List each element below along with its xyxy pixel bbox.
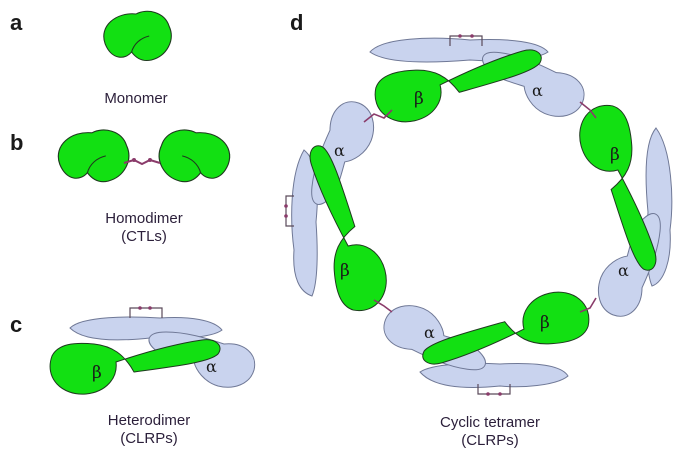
- caption-homodimer-line1: Homodimer: [84, 210, 204, 228]
- panel-letter-c: c: [10, 312, 22, 338]
- tetramer-beta-label: β: [540, 313, 550, 333]
- tetramer-unit-left: β α: [284, 98, 391, 314]
- panel-letter-a: a: [10, 10, 22, 36]
- tetramer-alpha-label: α: [532, 81, 543, 100]
- caption-monomer: Monomer: [86, 90, 186, 108]
- caption-heterodimer-line2: (CLRPs): [84, 430, 214, 448]
- panel-letter-d: d: [290, 10, 303, 36]
- tetramer-alpha-label: α: [334, 141, 345, 160]
- alpha-label: α: [206, 357, 217, 376]
- panel-letter-b: b: [10, 130, 23, 156]
- tetramer-unit-top: β α: [370, 34, 588, 126]
- heterodimer-shape: β α: [50, 306, 255, 394]
- tetramer-beta-label: β: [610, 145, 620, 165]
- tetramer-shape: β α β α β α: [284, 34, 672, 396]
- tetramer-unit-bottom: β α: [380, 288, 593, 396]
- tetramer-alpha-label: α: [618, 261, 629, 280]
- beta-label: β: [92, 363, 102, 383]
- caption-cyclic-tetramer: Cyclic tetramer (CLRPs): [400, 414, 580, 450]
- tetramer-alpha-label: α: [424, 323, 435, 342]
- monomer-shape: [104, 11, 171, 60]
- caption-heterodimer: Heterodimer (CLRPs): [84, 412, 214, 448]
- caption-cyclic-tetramer-line2: (CLRPs): [400, 432, 580, 450]
- caption-cyclic-tetramer-line1: Cyclic tetramer: [400, 414, 580, 432]
- tetramer-linkers: [364, 102, 596, 312]
- tetramer-beta-label: β: [340, 261, 350, 281]
- tetramer-unit-right: β α: [575, 101, 672, 319]
- disulfide-linker: [124, 160, 160, 164]
- caption-homodimer: Homodimer (CTLs): [84, 210, 204, 246]
- homodimer-shape: [58, 130, 229, 182]
- caption-heterodimer-line1: Heterodimer: [84, 412, 214, 430]
- tetramer-beta-label: β: [414, 89, 424, 109]
- caption-homodimer-line2: (CTLs): [84, 228, 204, 246]
